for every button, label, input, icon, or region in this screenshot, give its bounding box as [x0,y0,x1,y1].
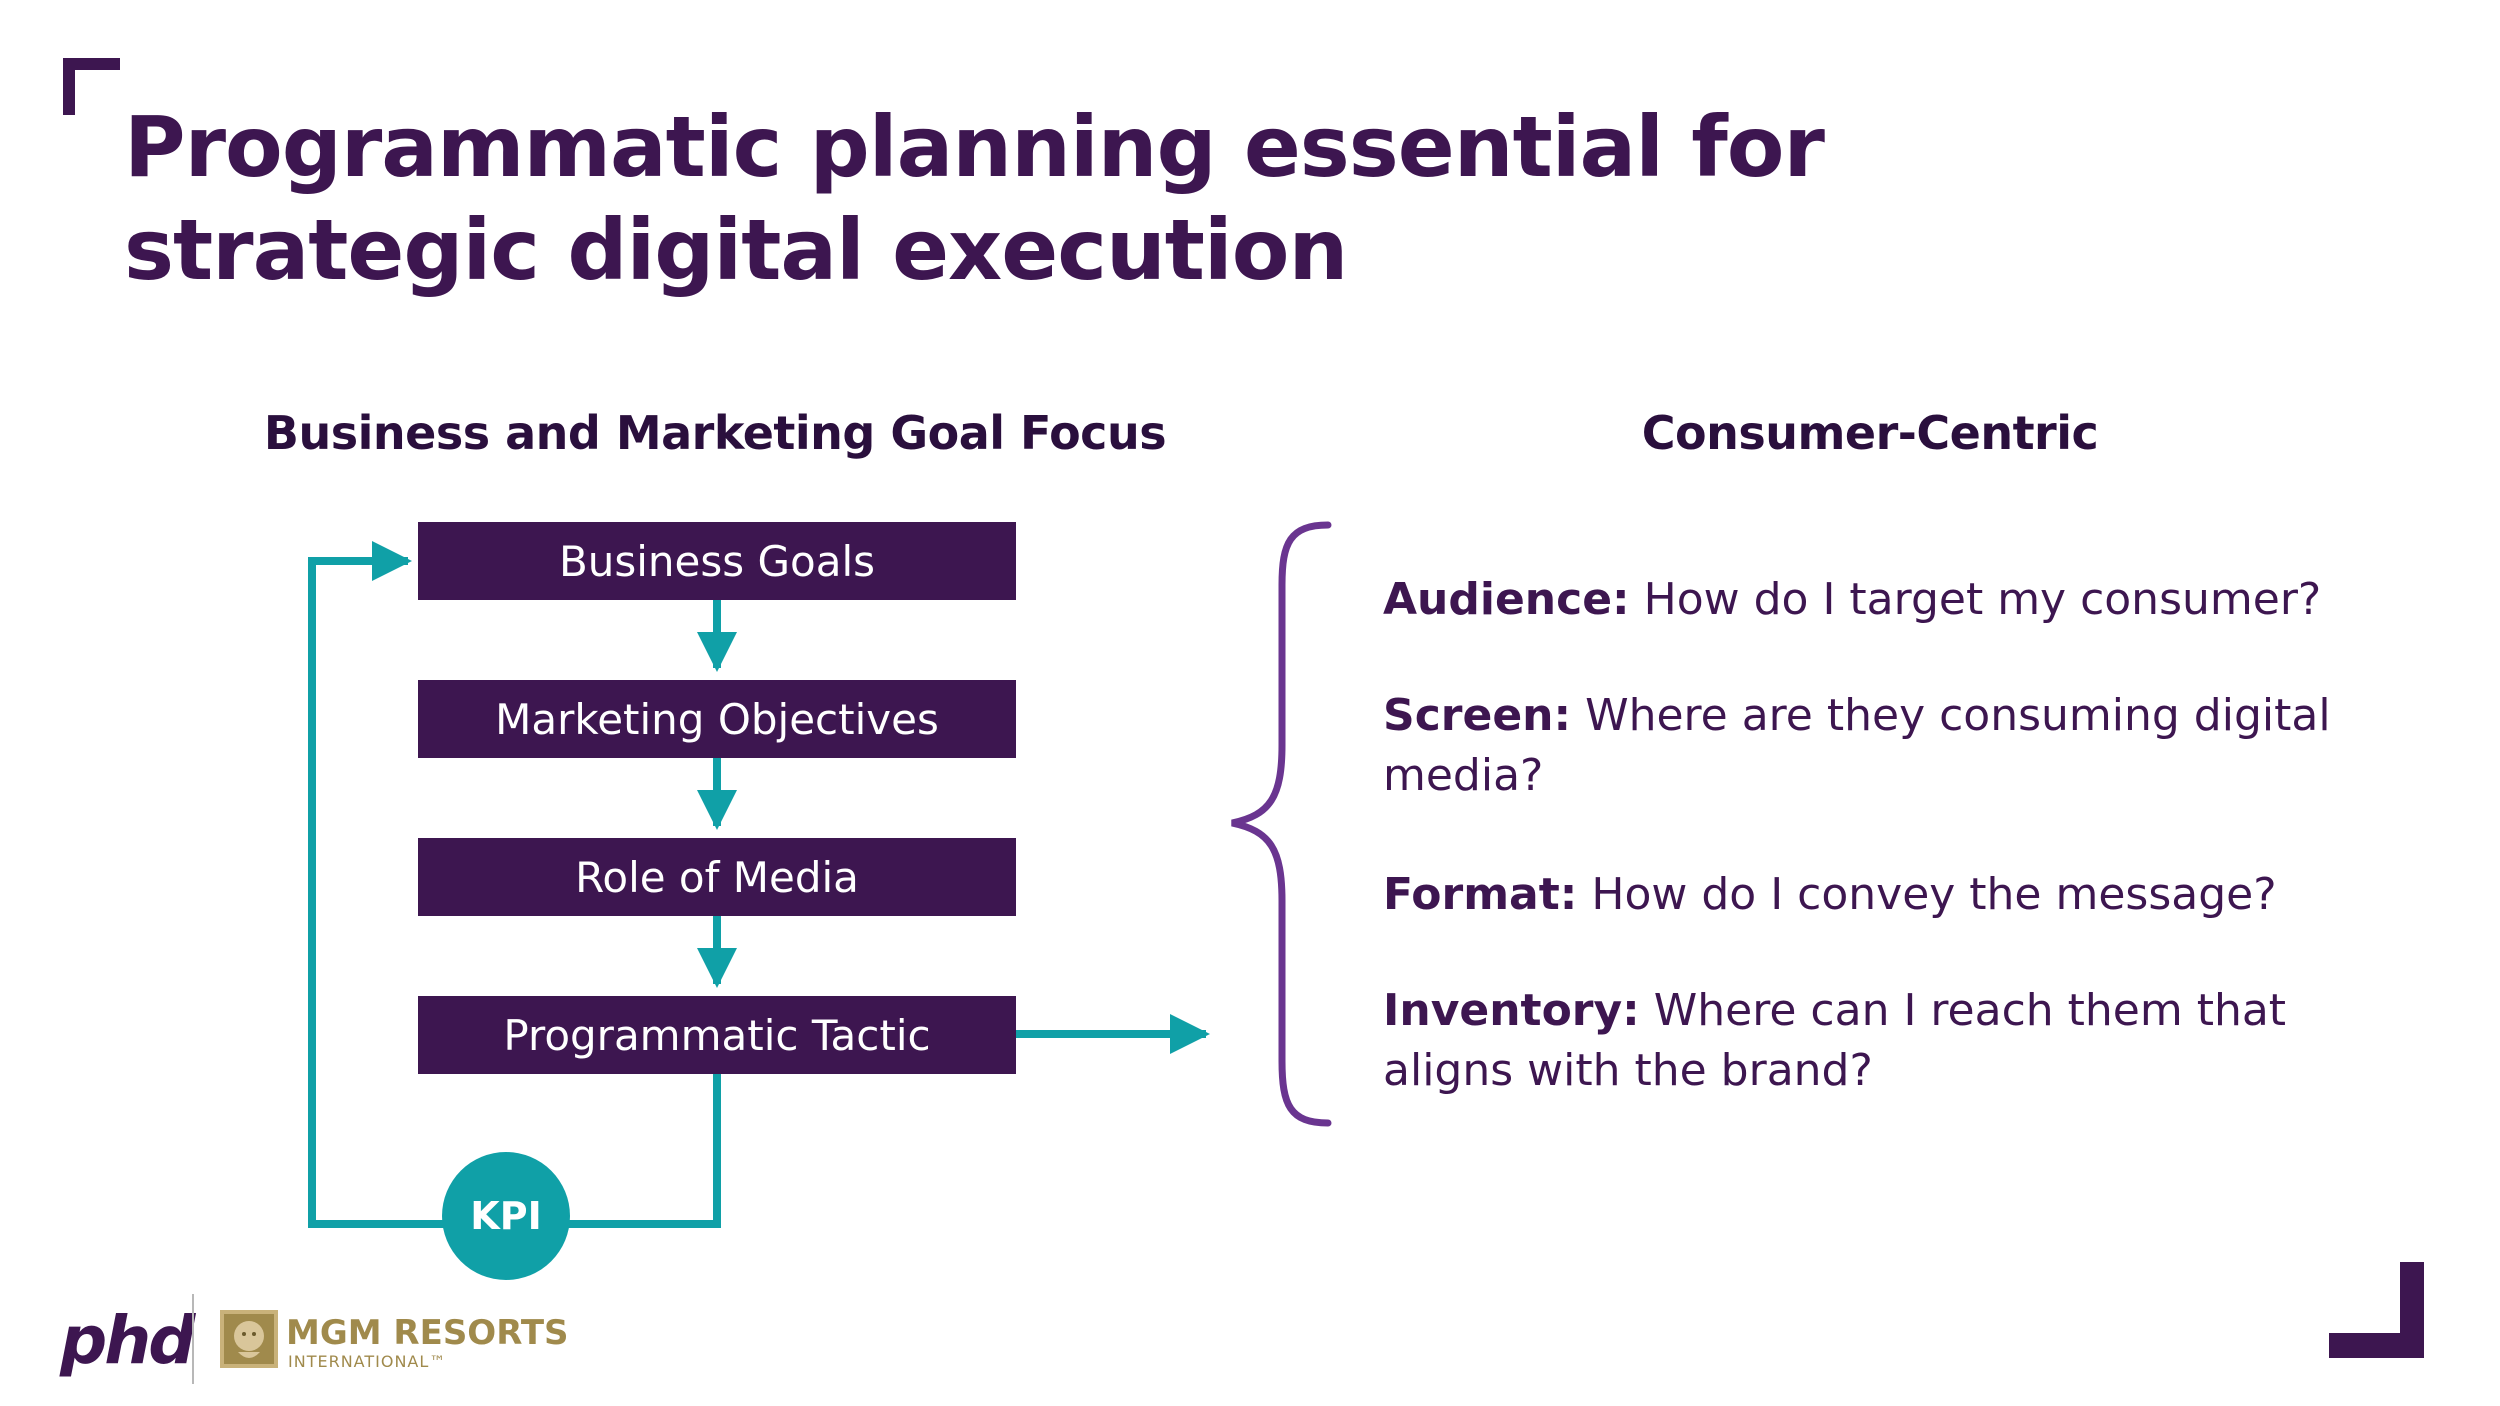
question-inventory-text: Where can I reach them that aligns with … [1383,985,2287,1096]
curly-brace-icon [1231,521,1332,1127]
phd-logo: phd [60,1302,195,1379]
question-format: Format: How do I convey the message? [1383,865,2383,925]
question-inventory-label: Inventory: [1383,985,1640,1036]
mgm-logo-subtitle: INTERNATIONAL™ [288,1352,447,1371]
question-audience-text: How do I target my consumer? [1643,574,2322,625]
title-line-2: strategic digital execution [124,201,1348,299]
title-line-1: Programmatic planning essential for [124,98,1825,196]
flow-step-business-goals: Business Goals [418,522,1016,600]
question-format-text: How do I convey the message? [1591,869,2277,920]
kpi-badge: KPI [442,1152,570,1280]
page-title: Programmatic planning essential for stra… [124,96,2024,302]
mgm-lion-emblem-icon [220,1310,278,1368]
question-audience: Audience: How do I target my consumer? [1383,570,2383,630]
flow-step-role-of-media: Role of Media [418,838,1016,916]
left-column-heading: Business and Marketing Goal Focus [263,406,1167,460]
right-column-heading: Consumer-Centric [1641,406,2099,460]
flow-step-programmatic-tactic: Programmatic Tactic [418,996,1016,1074]
feedback-loop-line [308,541,721,1228]
corner-bracket-bottom-right-icon [2329,1262,2424,1358]
question-inventory: Inventory: Where can I reach them that a… [1383,981,2383,1101]
footer-logos: phd MGM RESORTS INTERNATIONAL™ [60,1290,580,1390]
question-format-label: Format: [1383,869,1578,920]
question-screen: Screen: Where are they consuming digital… [1383,686,2383,806]
question-audience-label: Audience: [1383,574,1630,625]
corner-bracket-top-left-icon [63,58,120,115]
logo-divider [192,1294,194,1384]
question-screen-text: Where are they consuming digital media? [1383,690,2331,801]
flow-step-marketing-objectives: Marketing Objectives [418,680,1016,758]
mgm-logo-name: MGM RESORTS [286,1313,569,1353]
question-screen-label: Screen: [1383,690,1572,741]
